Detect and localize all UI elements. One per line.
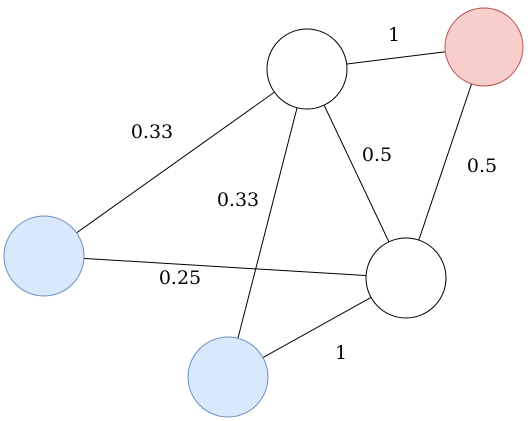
edge-left-right [43,255,407,279]
edge-label-top-right: 0.5 [362,144,392,166]
edge-top-bottom [227,68,308,378]
edge-label-bottom-right: 1 [335,342,347,364]
node-top [266,28,348,110]
edge-red-right [405,46,485,279]
edge-top-left [43,68,308,257]
edge-label-red-right: 0.5 [467,155,497,177]
edge-label-top-left: 0.33 [131,121,173,143]
node-red [444,7,524,87]
nodes-layer [3,7,524,418]
edge-label-top-red: 1 [388,24,400,46]
edge-labels-layer: 1 0.33 0.33 0.5 0.5 0.25 1 [131,24,497,364]
edges-layer [43,46,485,378]
node-right [365,237,447,319]
edge-label-top-bottom: 0.33 [217,189,259,211]
node-bottom [187,336,269,418]
edge-label-left-right: 0.25 [159,267,201,289]
node-left [3,215,85,297]
